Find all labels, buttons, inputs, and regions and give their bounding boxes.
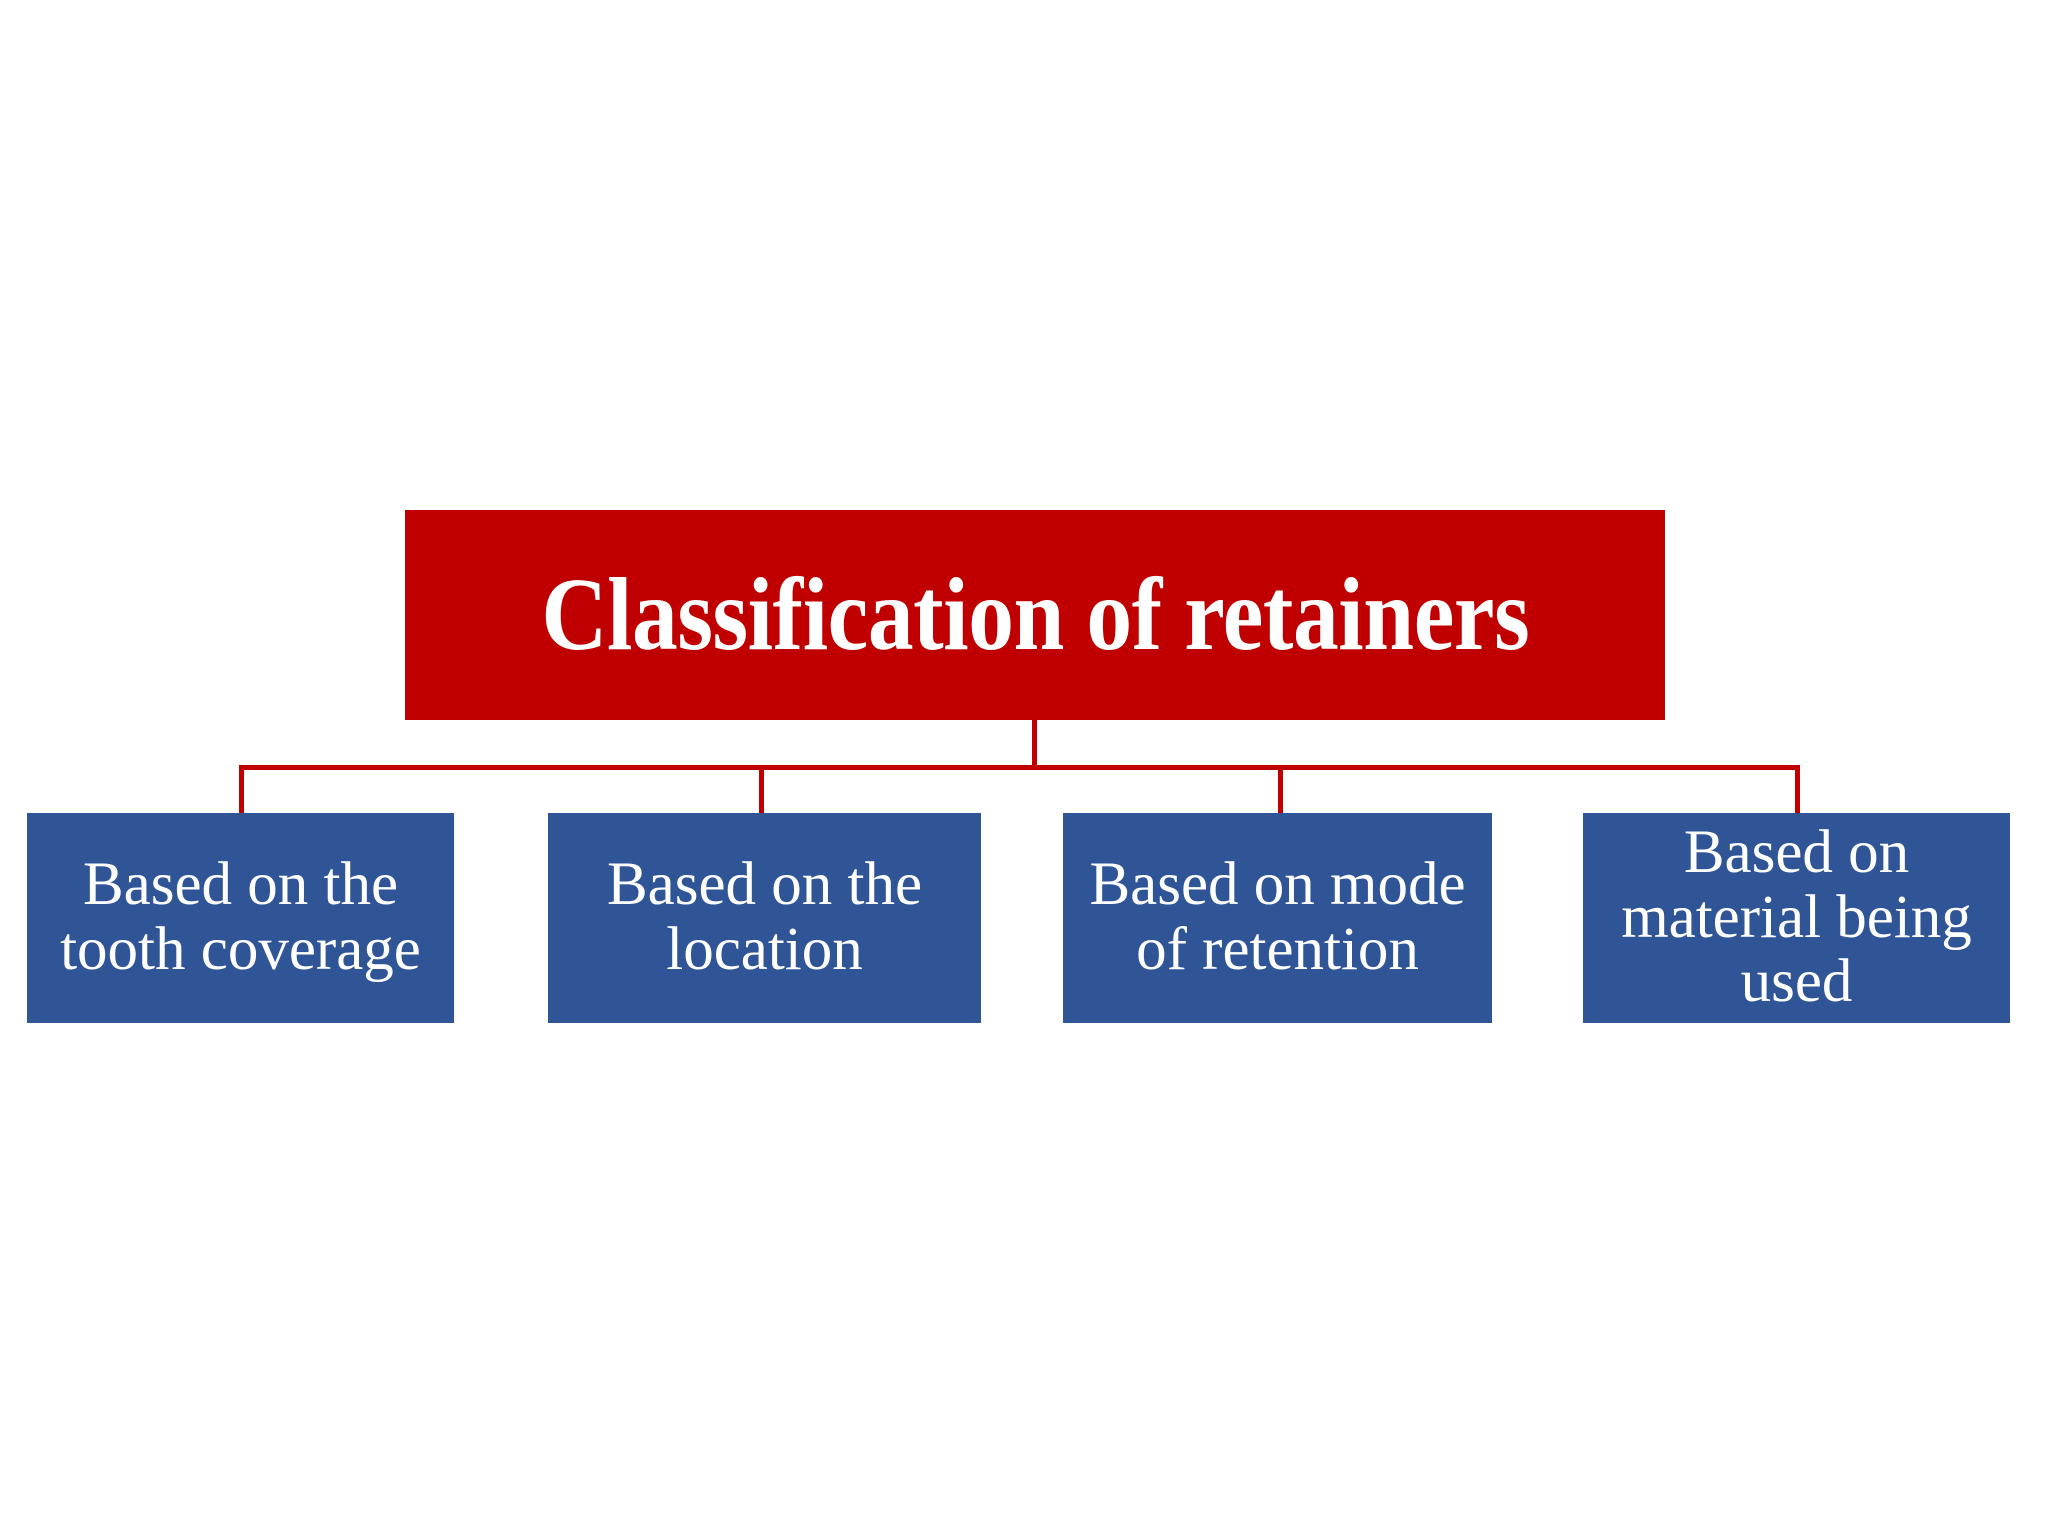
connector-drop-child-1	[239, 765, 244, 815]
child-node-based-on-the-tooth-coverage[interactable]: Based on the tooth coverage	[27, 813, 454, 1023]
root-node-classification-of-retainers[interactable]: Classification of retainers	[405, 510, 1665, 720]
root-node-label: Classification of retainers	[541, 556, 1529, 672]
connector-drop-child-3	[1278, 765, 1283, 815]
child-node-based-on-mode-of-retention[interactable]: Based on mode of retention	[1063, 813, 1492, 1023]
child-node-label: Based on material being used	[1621, 819, 1972, 1016]
connector-drop-child-2	[759, 765, 764, 815]
child-node-based-on-the-location[interactable]: Based on the location	[548, 813, 981, 1023]
child-node-label: Based on the tooth coverage	[60, 851, 421, 983]
child-node-label: Based on mode of retention	[1089, 851, 1466, 983]
connector-horizontal-bus	[239, 765, 1800, 770]
child-node-label: Based on the location	[606, 851, 923, 983]
child-node-based-on-material-being-used[interactable]: Based on material being used	[1583, 813, 2010, 1023]
connector-drop-child-4	[1795, 765, 1800, 815]
connector-root-stem	[1032, 718, 1037, 769]
